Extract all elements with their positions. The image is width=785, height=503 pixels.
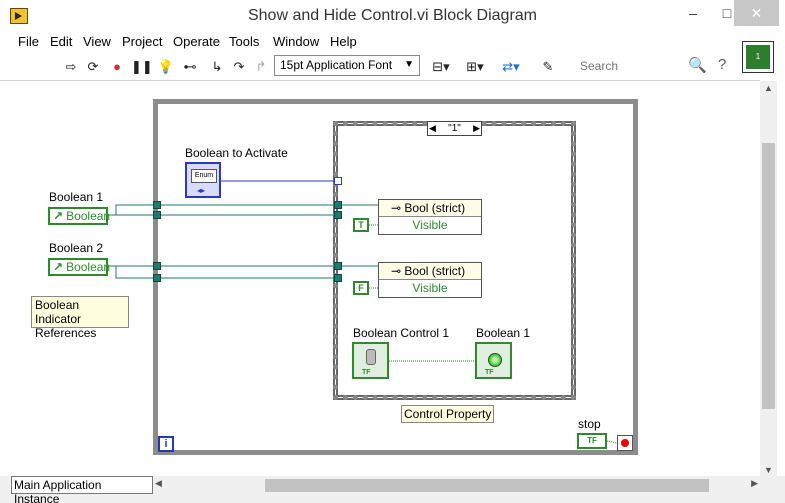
menu-file[interactable]: File (18, 34, 39, 49)
font-select[interactable]: 15pt Application Font ▼ (274, 55, 420, 76)
tunnel[interactable] (153, 211, 161, 219)
property-node-header: ⊸ Bool (strict) (379, 263, 481, 280)
search-input[interactable] (580, 55, 680, 76)
step-out-icon[interactable]: ↱ (255, 59, 267, 74)
menu-project[interactable]: Project (122, 34, 163, 49)
menu-window[interactable]: Window (273, 34, 320, 49)
refs-comment[interactable]: Boolean Indicator References (31, 296, 129, 340)
maximize-button[interactable]: □ (722, 5, 732, 21)
stop-terminal[interactable]: TF (577, 433, 607, 449)
boolean-indicator-terminal[interactable]: TF (475, 342, 512, 379)
property-node-class: Bool (strict) (404, 201, 466, 215)
tunnel[interactable] (334, 274, 342, 282)
search-icon[interactable]: 🔍 (688, 57, 707, 74)
connector-pane[interactable]: 1 (742, 41, 774, 73)
case-next-icon[interactable]: ▶ (473, 123, 480, 133)
activate-label: Boolean to Activate (185, 146, 288, 160)
property-node-2[interactable]: ⊸ Bool (strict) Visible (378, 262, 482, 298)
step-over-icon[interactable]: ↷ (233, 59, 245, 74)
horizontal-scrollbar[interactable]: ◀ ▶ (153, 477, 760, 494)
toolbar: ⇨ ⟳ ● ❚❚ 💡 ⊷ ↳ ↷ ↱ ⊟▾ ⊞▾ ⇄▾ ✎ (0, 53, 785, 81)
run-continuously-icon[interactable]: ⟳ (87, 59, 99, 74)
boolean1-ref-terminal[interactable]: ↗Boolean (48, 207, 111, 225)
reference-icon: ↗ (53, 209, 64, 223)
tunnel[interactable] (334, 201, 342, 209)
property-visible[interactable]: Visible (412, 281, 448, 295)
scroll-thumb[interactable] (762, 143, 775, 409)
tf-tag: TF (362, 369, 371, 376)
case-selector[interactable]: ◀ "1" ▶ (427, 121, 482, 136)
boolean-control-terminal[interactable]: TF (352, 342, 389, 379)
reorder-icon[interactable]: ⇄▾ (502, 59, 520, 74)
align-objects-icon[interactable]: ⊟▾ (432, 59, 450, 74)
enum-control[interactable]: Enum ◂▸ (185, 162, 221, 198)
menu-operate[interactable]: Operate (173, 34, 220, 49)
stop-label: stop (578, 417, 601, 431)
font-select-value: 15pt Application Font (280, 58, 393, 72)
scroll-up-icon[interactable]: ▲ (764, 83, 773, 93)
false-constant[interactable]: F (353, 281, 369, 295)
labview-app-icon[interactable] (10, 8, 28, 24)
pause-icon[interactable]: ❚❚ (131, 59, 153, 74)
property-node-1[interactable]: ⊸ Bool (strict) Visible (378, 199, 482, 235)
toolbar-divider (0, 80, 760, 81)
case-selector-value: "1" (448, 123, 461, 134)
boolean1-ref-label: Boolean 1 (49, 190, 104, 204)
tunnel[interactable] (334, 262, 342, 270)
boolean2-ref-terminal[interactable]: ↗Boolean (48, 258, 111, 276)
true-constant[interactable]: T (353, 218, 369, 232)
chevron-down-icon: ▼ (404, 59, 414, 70)
property-visible[interactable]: Visible (412, 218, 448, 232)
retain-wire-values-icon[interactable]: ⊷ (183, 59, 197, 74)
run-arrow-icon[interactable]: ⇨ (65, 59, 77, 74)
boolean2-ref-type: Boolean (66, 260, 111, 274)
scroll-thumb[interactable] (265, 479, 709, 492)
enum-arrows-icon: ◂▸ (197, 186, 206, 195)
search-box: 🔍 (572, 55, 712, 76)
tunnel[interactable] (334, 211, 342, 219)
iteration-terminal[interactable]: i (158, 436, 174, 452)
menu-edit[interactable]: Edit (50, 34, 73, 49)
tf-tag: TF (485, 369, 494, 376)
menu-bar: File Edit View Project Operate Tools Win… (0, 32, 785, 52)
highlight-execution-icon[interactable]: 💡 (157, 59, 175, 74)
property-node-class: Bool (strict) (404, 264, 466, 278)
led-icon (488, 353, 502, 367)
scroll-right-icon[interactable]: ▶ (751, 478, 758, 488)
tunnel[interactable] (153, 274, 161, 282)
stop-sign-icon (621, 439, 629, 447)
boolean1-ref-type: Boolean (66, 209, 111, 223)
boolean2-ref-label: Boolean 2 (49, 241, 104, 255)
cleanup-diagram-icon[interactable]: ✎ (542, 59, 554, 74)
scroll-left-icon[interactable]: ◀ (155, 478, 162, 488)
tunnel[interactable] (153, 201, 161, 209)
title-bar: Show and Hide Control.vi Block Diagram –… (0, 0, 785, 32)
step-into-icon[interactable]: ↳ (211, 59, 223, 74)
minimize-button[interactable]: – (689, 5, 697, 21)
toggle-switch-icon (366, 349, 376, 365)
enum-value: Enum (191, 169, 217, 183)
help-icon[interactable]: ? (718, 56, 727, 73)
reference-icon: ↗ (53, 260, 64, 274)
loop-condition-terminal[interactable] (617, 435, 633, 451)
property-node-header: ⊸ Bool (strict) (379, 200, 481, 217)
close-button[interactable]: ✕ (734, 0, 779, 26)
case-prev-icon[interactable]: ◀ (429, 123, 436, 133)
application-instance: Main Application Instance (11, 476, 153, 503)
window-title: Show and Hide Control.vi Block Diagram (247, 7, 537, 24)
tunnel[interactable] (153, 262, 161, 270)
menu-view[interactable]: View (83, 34, 111, 49)
distribute-objects-icon[interactable]: ⊞▾ (466, 59, 484, 74)
menu-tools[interactable]: Tools (229, 34, 260, 49)
control-property-caption[interactable]: Control Property (401, 405, 495, 423)
abort-icon[interactable]: ● (113, 59, 121, 74)
bool-indicator-label: Boolean 1 (476, 326, 531, 340)
case-selector-terminal[interactable] (334, 177, 342, 185)
vi-icon: 1 (746, 45, 770, 69)
bool-control-label: Boolean Control 1 (353, 326, 450, 340)
scroll-down-icon[interactable]: ▼ (764, 465, 773, 475)
menu-help[interactable]: Help (330, 34, 357, 49)
vertical-scrollbar[interactable]: ▲ ▼ (760, 81, 777, 477)
